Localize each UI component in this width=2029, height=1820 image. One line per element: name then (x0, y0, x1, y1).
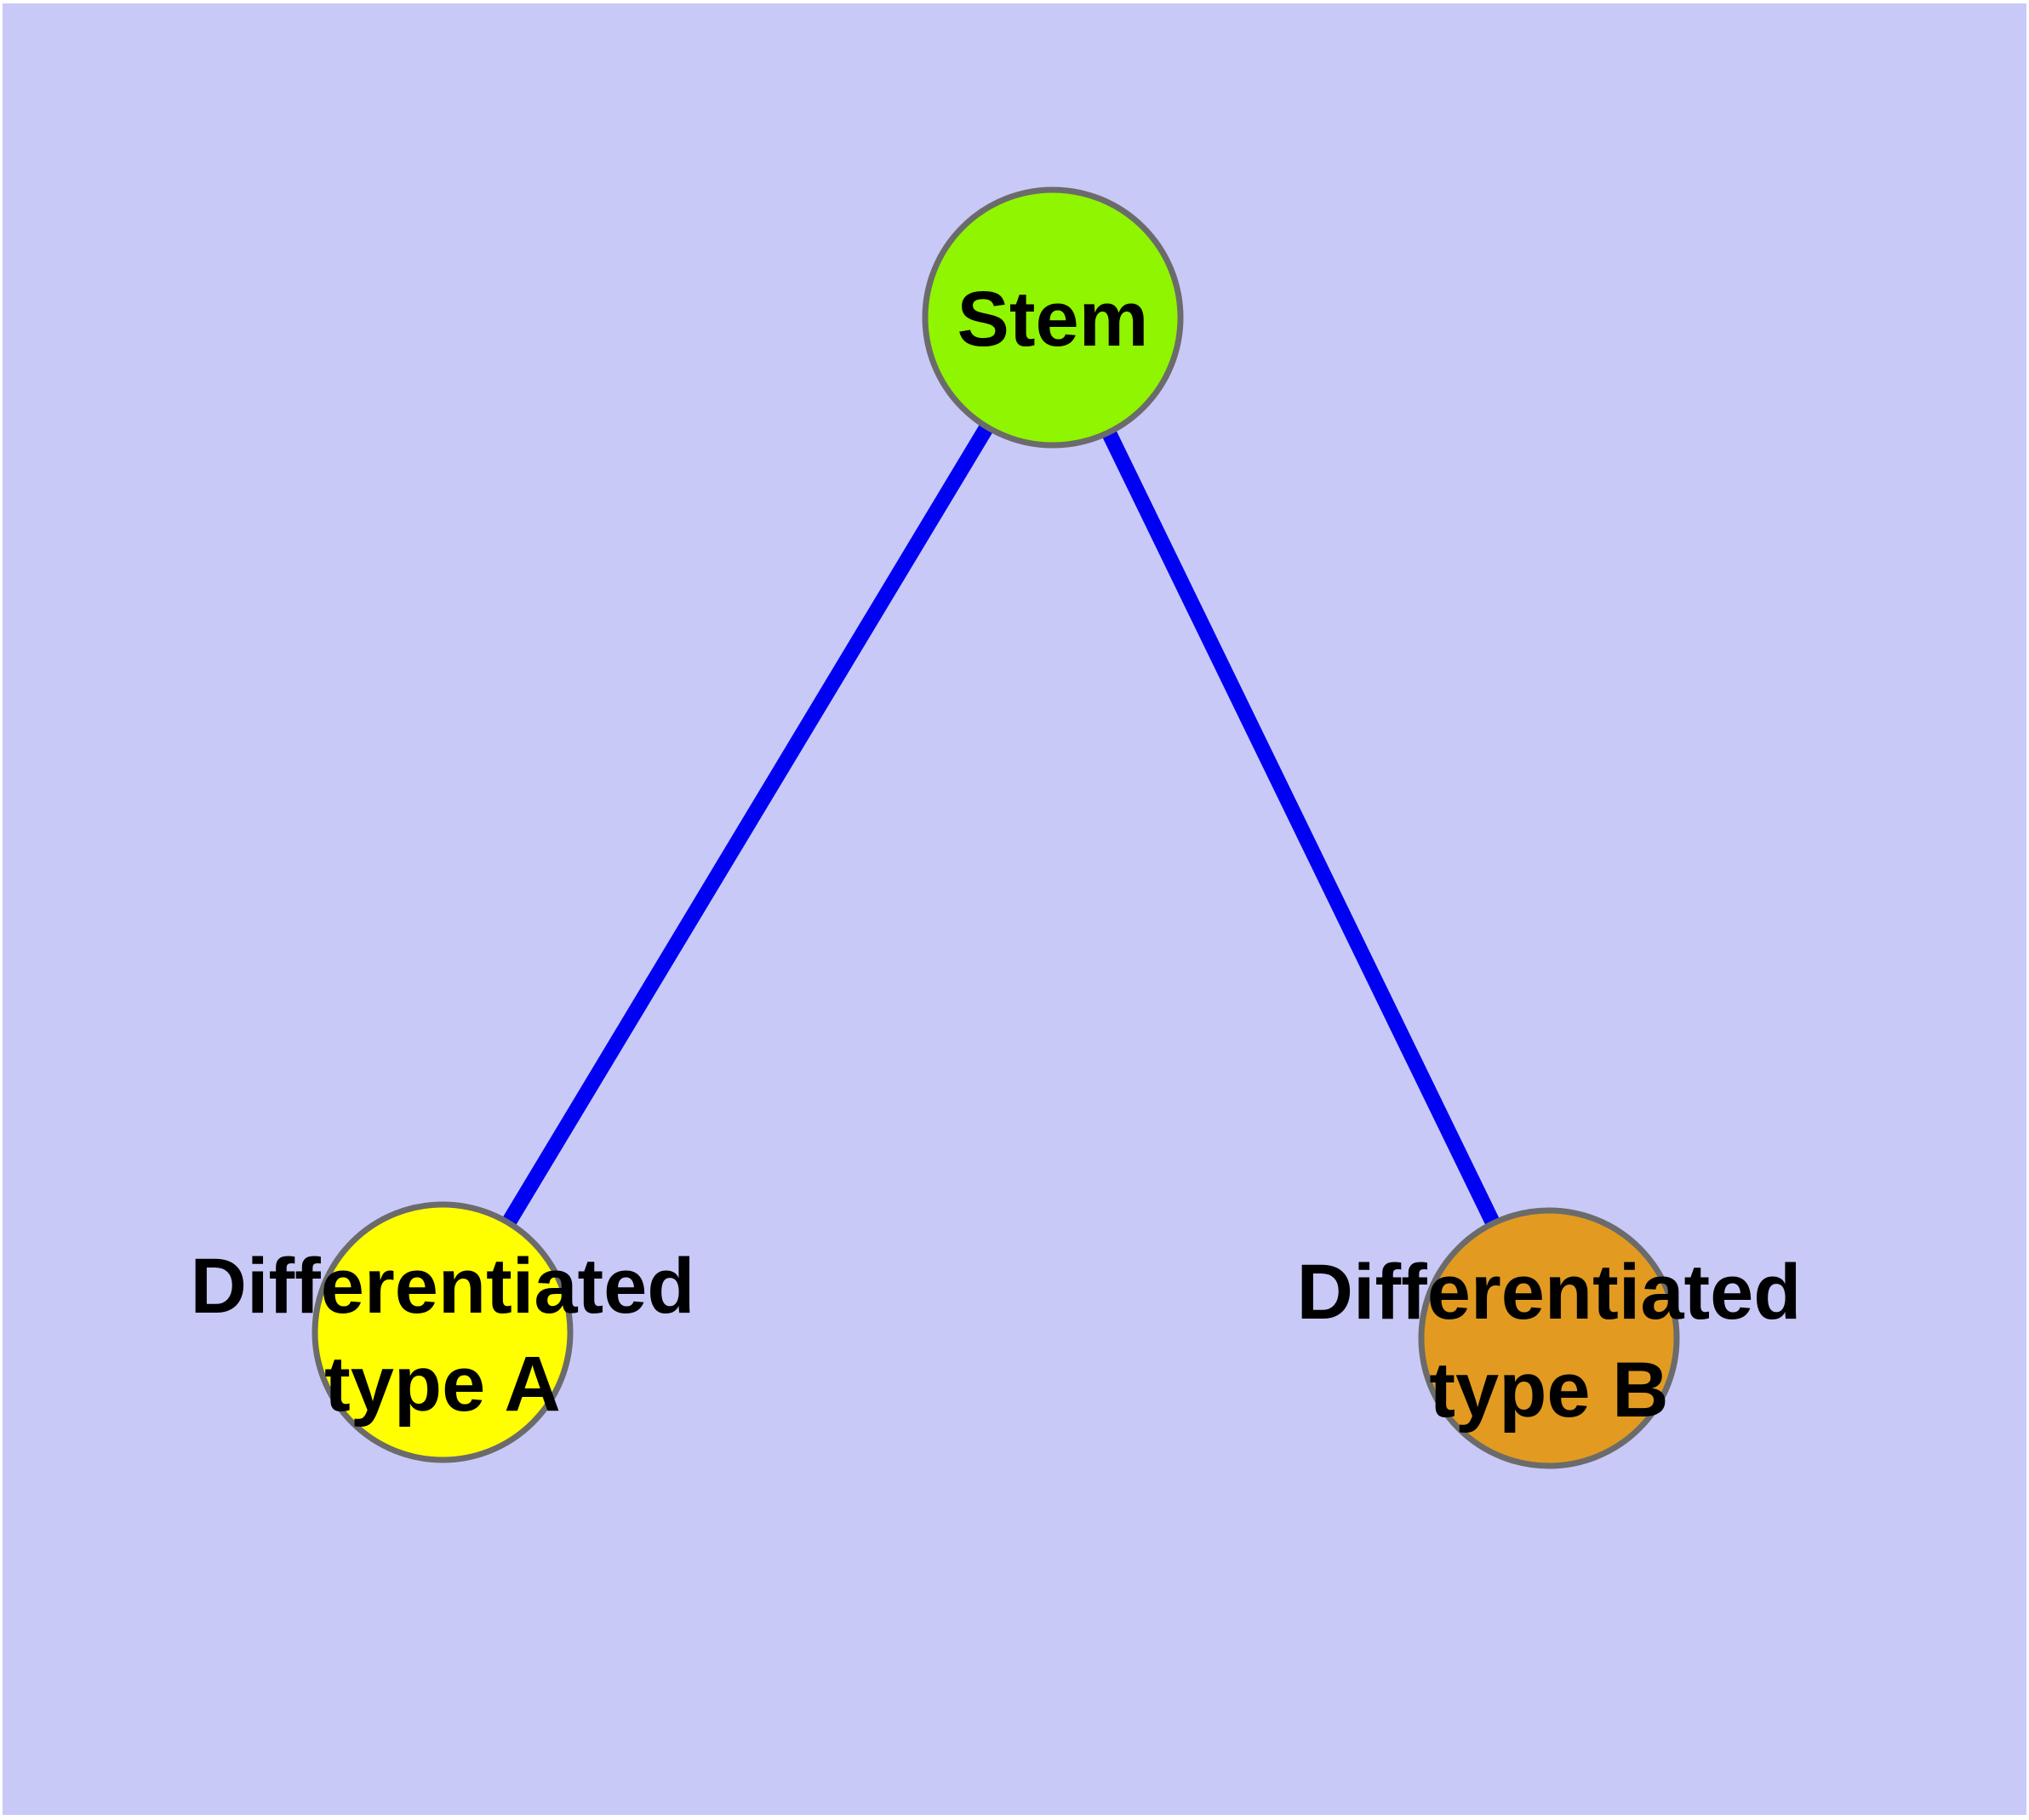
node-stem-circle (922, 186, 1184, 449)
node-type-a-label-line2: type A (324, 1341, 561, 1428)
node-type-a-label-line1: Differentiated (191, 1243, 695, 1330)
edge-stem-to-type-a (436, 313, 1060, 1336)
node-type-b-label-line2: type B (1429, 1347, 1668, 1434)
node-type-b-label-line1: Differentiated (1297, 1249, 1802, 1336)
edge-stem-to-type-b (1045, 314, 1557, 1342)
node-type-b-circle (1418, 1207, 1680, 1469)
node-stem-label: Stem (957, 276, 1149, 363)
node-type-a-circle (311, 1201, 574, 1463)
